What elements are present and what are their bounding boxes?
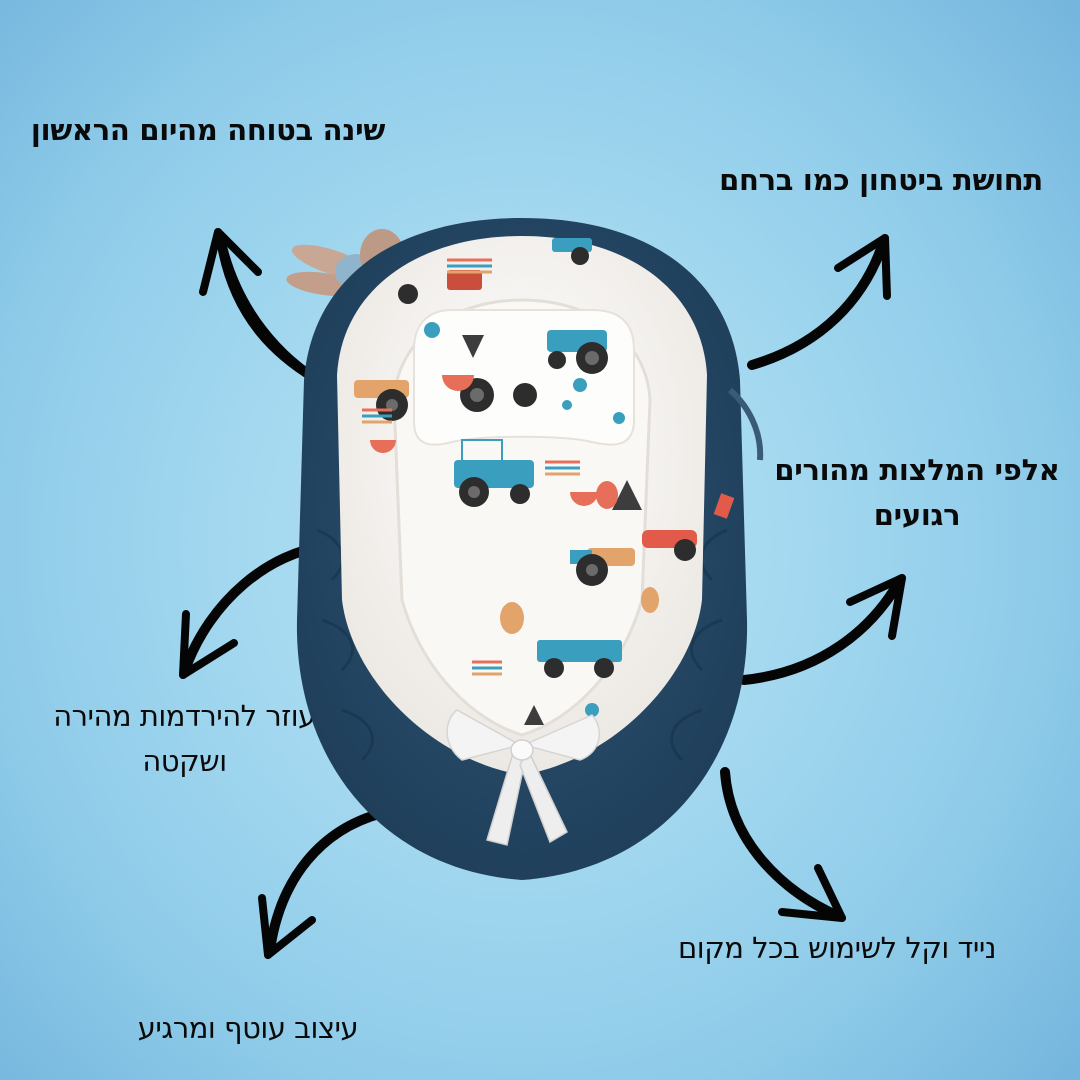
caption-portable: נייד וקל לשימוש בכל מקום bbox=[678, 931, 996, 965]
caption-recommendations-line2: רגועים bbox=[873, 497, 961, 532]
caption-enveloping-design: עיצוב עוטף ומרגיע bbox=[137, 1011, 359, 1045]
baby-nest-image bbox=[286, 218, 764, 880]
caption-womb-feeling: תחושת ביטחון כמו ברחם bbox=[719, 163, 1043, 197]
caption-recommendations: אלפי המלצות מהורים רגועים bbox=[752, 448, 1080, 538]
caption-falls-asleep-line1: עוזר להירדמות מהירה bbox=[53, 699, 316, 733]
tractor-pattern bbox=[354, 238, 697, 725]
arrow-bottom-right-icon bbox=[720, 767, 846, 922]
caption-recommendations-line1: אלפי המלצות מהורים bbox=[774, 453, 1060, 487]
caption-falls-asleep-line2: ושקטה bbox=[142, 743, 227, 778]
arrow-bottom-left-icon bbox=[258, 807, 391, 959]
arrow-top-left-icon bbox=[199, 228, 331, 390]
caption-safe-sleep: שינה בטוחה מהיום הראשון bbox=[30, 113, 386, 147]
arrow-mid-right-icon bbox=[739, 574, 906, 685]
caption-falls-asleep: עוזר להירדמות מהירה ושקטה bbox=[12, 694, 357, 784]
ribbon-bow bbox=[446, 709, 600, 846]
arrow-top-right-icon bbox=[747, 234, 891, 370]
